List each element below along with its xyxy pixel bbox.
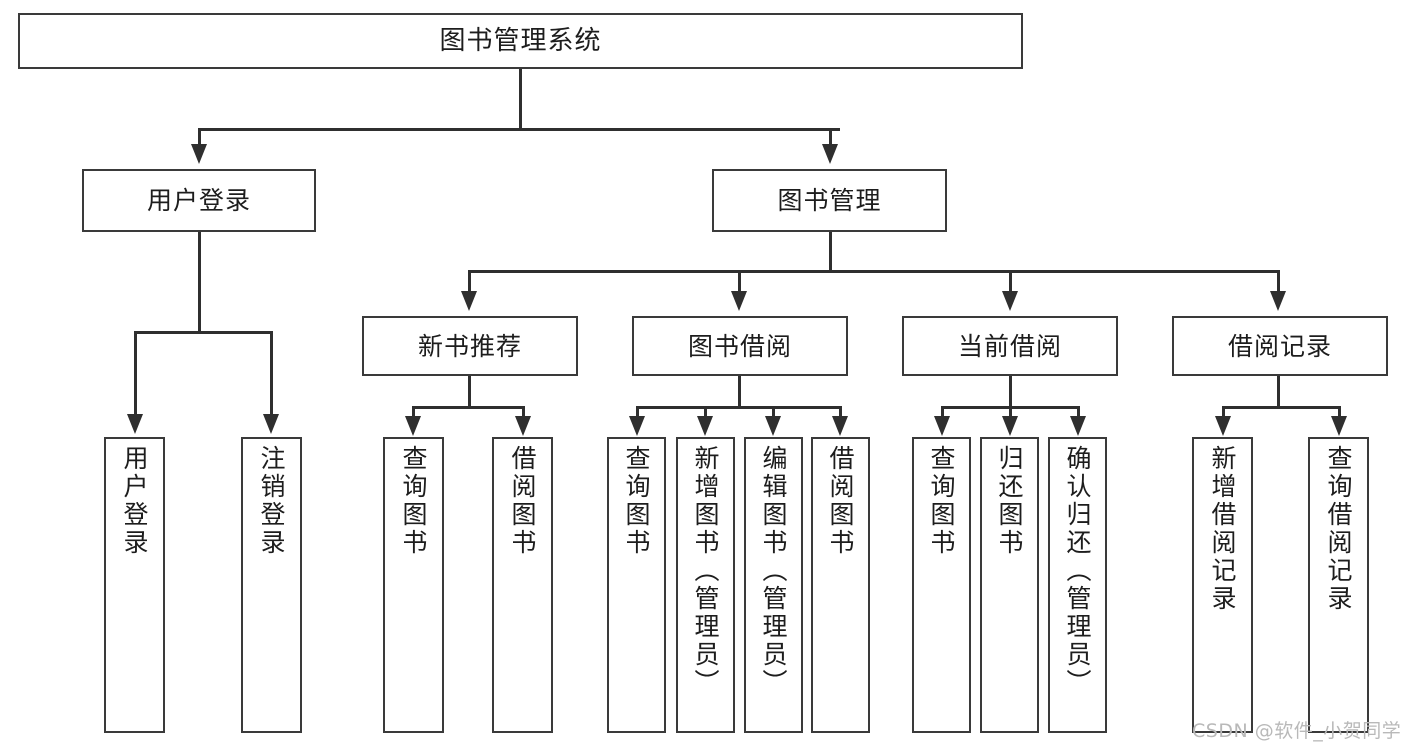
leaf-query-book-1-label: 查询图书 (399, 445, 428, 557)
node-new-book-recommendation-label: 新书推荐 (417, 331, 522, 361)
connector-current-borrow-to-leaf-1 (941, 406, 944, 417)
leaf-user-login-label: 用户登录 (120, 445, 149, 557)
arrow-new-book-rec-to-leaf-1 (405, 416, 421, 436)
arrow-borrow-record-to-leaf-2 (1331, 416, 1347, 436)
connector-book-manage-to-book-borrow (738, 270, 741, 292)
arrow-book-borrow-to-leaf-2 (697, 416, 713, 436)
arrow-book-borrow-to-leaf-3 (765, 416, 781, 436)
leaf-user-logout-label: 注销登录 (257, 445, 286, 557)
connector-book-borrow-to-leaf-1 (636, 406, 639, 417)
connector-borrow-record-bus (1222, 406, 1341, 409)
leaf-edit-book-label: 编辑图书（管理员） (759, 445, 788, 697)
leaf-borrow-book-2-label: 借阅图书 (826, 445, 855, 557)
leaf-edit-book[interactable]: 编辑图书（管理员） (744, 437, 803, 733)
connector-book-borrow-to-leaf-3 (772, 406, 775, 417)
leaf-query-book-2-label: 查询图书 (622, 445, 651, 557)
connector-book-borrow-stem (738, 376, 741, 409)
leaf-add-book[interactable]: 新增图书（管理员） (676, 437, 735, 733)
arrow-book-manage-to-current-borrow (1002, 291, 1018, 311)
connector-borrow-record-to-leaf-2 (1338, 406, 1341, 417)
arrow-user-login-to-leaf-1 (127, 414, 143, 434)
connector-borrow-record-to-leaf-1 (1222, 406, 1225, 417)
connector-book-borrow-to-leaf-2 (704, 406, 707, 417)
leaf-return-book[interactable]: 归还图书 (980, 437, 1039, 733)
connector-current-borrow-stem (1009, 376, 1012, 409)
node-root-label: 图书管理系统 (439, 25, 602, 56)
connector-new-book-rec-to-leaf-2 (522, 406, 525, 417)
connector-new-book-rec-bus (412, 406, 525, 409)
leaf-user-login[interactable]: 用户登录 (104, 437, 165, 733)
connector-root-stem (519, 68, 522, 130)
connector-user-login-to-leaf-2 (270, 331, 273, 415)
node-current-borrow[interactable]: 当前借阅 (902, 316, 1118, 376)
connector-current-borrow-to-leaf-2 (1009, 406, 1012, 417)
node-root-book-management-system[interactable]: 图书管理系统 (18, 13, 1023, 69)
arrow-current-borrow-to-leaf-3 (1070, 416, 1086, 436)
node-book-borrow[interactable]: 图书借阅 (632, 316, 848, 376)
node-book-borrow-label: 图书借阅 (687, 331, 792, 361)
leaf-confirm-return-label: 确认归还（管理员） (1063, 445, 1092, 697)
connector-current-borrow-to-leaf-3 (1077, 406, 1080, 417)
arrow-user-login-to-leaf-2 (263, 414, 279, 434)
arrow-book-manage-to-book-borrow (731, 291, 747, 311)
node-book-manage[interactable]: 图书管理 (712, 169, 947, 232)
arrow-current-borrow-to-leaf-1 (934, 416, 950, 436)
connector-book-borrow-to-leaf-4 (839, 406, 842, 417)
node-user-login-label: 用户登录 (146, 186, 251, 215)
leaf-query-book-3[interactable]: 查询图书 (912, 437, 971, 733)
connector-book-manage-bus (468, 270, 1278, 273)
connector-root-to-user-login (198, 128, 201, 146)
leaf-user-logout[interactable]: 注销登录 (241, 437, 302, 733)
node-book-manage-label: 图书管理 (777, 186, 882, 215)
leaf-query-book-1[interactable]: 查询图书 (383, 437, 444, 733)
connector-user-login-bus (134, 331, 272, 334)
leaf-add-book-label: 新增图书（管理员） (691, 445, 720, 697)
arrow-current-borrow-to-leaf-2 (1002, 416, 1018, 436)
connector-borrow-record-stem (1277, 376, 1280, 409)
connector-root-to-book-manage (829, 128, 832, 146)
arrow-root-to-user-login (191, 144, 207, 164)
node-borrow-record-label: 借阅记录 (1227, 331, 1332, 361)
leaf-add-borrow-record-label: 新增借阅记录 (1208, 445, 1237, 613)
connector-root-bus (198, 128, 840, 131)
node-current-borrow-label: 当前借阅 (957, 331, 1062, 361)
connector-user-login-to-leaf-1 (134, 331, 137, 415)
connector-new-book-rec-to-leaf-1 (412, 406, 415, 417)
arrow-book-manage-to-borrow-record (1270, 291, 1286, 311)
leaf-confirm-return[interactable]: 确认归还（管理员） (1048, 437, 1107, 733)
arrow-book-borrow-to-leaf-1 (629, 416, 645, 436)
arrow-book-borrow-to-leaf-4 (832, 416, 848, 436)
arrow-new-book-rec-to-leaf-2 (515, 416, 531, 436)
connector-new-book-rec-stem (468, 376, 471, 409)
leaf-query-borrow-record[interactable]: 查询借阅记录 (1308, 437, 1369, 733)
connector-user-login-stem (198, 232, 201, 333)
arrow-book-manage-to-new-book-rec (461, 291, 477, 311)
connector-book-manage-to-current-borrow (1009, 270, 1012, 292)
leaf-borrow-book-1-label: 借阅图书 (508, 445, 537, 557)
node-borrow-record[interactable]: 借阅记录 (1172, 316, 1388, 376)
leaf-return-book-label: 归还图书 (995, 445, 1024, 557)
node-new-book-recommendation[interactable]: 新书推荐 (362, 316, 578, 376)
connector-book-borrow-bus (636, 406, 842, 409)
leaf-query-borrow-record-label: 查询借阅记录 (1324, 445, 1353, 613)
leaf-borrow-book-1[interactable]: 借阅图书 (492, 437, 553, 733)
csdn-watermark: CSDN @软件_小贺同学 (1192, 720, 1402, 742)
connector-book-manage-to-new-book-rec (468, 270, 471, 292)
arrow-root-to-book-manage (822, 144, 838, 164)
arrow-borrow-record-to-leaf-1 (1215, 416, 1231, 436)
node-user-login[interactable]: 用户登录 (82, 169, 316, 232)
connector-book-manage-to-borrow-record (1277, 270, 1280, 292)
leaf-query-book-2[interactable]: 查询图书 (607, 437, 666, 733)
leaf-add-borrow-record[interactable]: 新增借阅记录 (1192, 437, 1253, 733)
leaf-query-book-3-label: 查询图书 (927, 445, 956, 557)
leaf-borrow-book-2[interactable]: 借阅图书 (811, 437, 870, 733)
connector-book-manage-stem (829, 232, 832, 272)
